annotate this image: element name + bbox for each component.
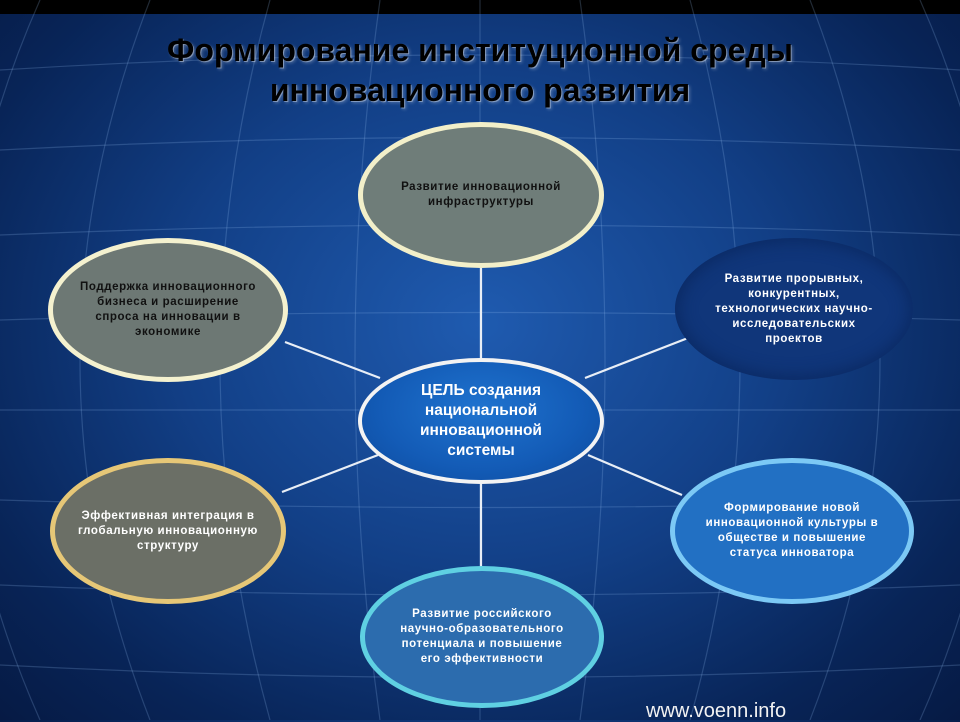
node-breakthrough-projects-label: Развитие прорывных, конкурентных, технол… (715, 272, 873, 345)
title-line-1: Формирование институционной среды (167, 32, 793, 68)
node-innovation-culture-label: Формирование новой инновационной культур… (705, 502, 879, 559)
node-central-goal: ЦЕЛЬ создания национальной инновационной… (358, 358, 604, 484)
slide-title: Формирование институционной среды иннова… (0, 30, 960, 110)
node-global-integration-label: Эффективная интеграция в глобальную инно… (78, 509, 258, 552)
watermark: www.voenn.info (646, 700, 787, 722)
connector-bottom-left (281, 453, 379, 494)
connector-bottom-right (587, 453, 683, 497)
node-business-support: Поддержка инновационного бизнеса и расши… (48, 238, 288, 382)
node-business-support-label: Поддержка инновационного бизнеса и расши… (80, 281, 256, 338)
node-innovation-culture: Формирование новой инновационной культур… (670, 458, 914, 604)
node-central-goal-label: ЦЕЛЬ создания национальной инновационной… (420, 382, 542, 459)
node-global-integration: Эффективная интеграция в глобальную инно… (50, 458, 286, 604)
title-line-2: инновационного развития (269, 72, 691, 108)
node-infrastructure: Развитие инновационной инфраструктуры (358, 122, 604, 268)
node-infrastructure-label: Развитие инновационной инфраструктуры (401, 181, 561, 208)
connector-left (284, 340, 381, 380)
node-scientific-potential: Развитие российского научно-образователь… (360, 566, 604, 708)
node-breakthrough-projects: Развитие прорывных, конкурентных, технол… (675, 238, 913, 380)
node-scientific-potential-label: Развитие российского научно-образователь… (400, 608, 564, 665)
top-bar (0, 0, 960, 14)
connector-right (584, 336, 689, 380)
